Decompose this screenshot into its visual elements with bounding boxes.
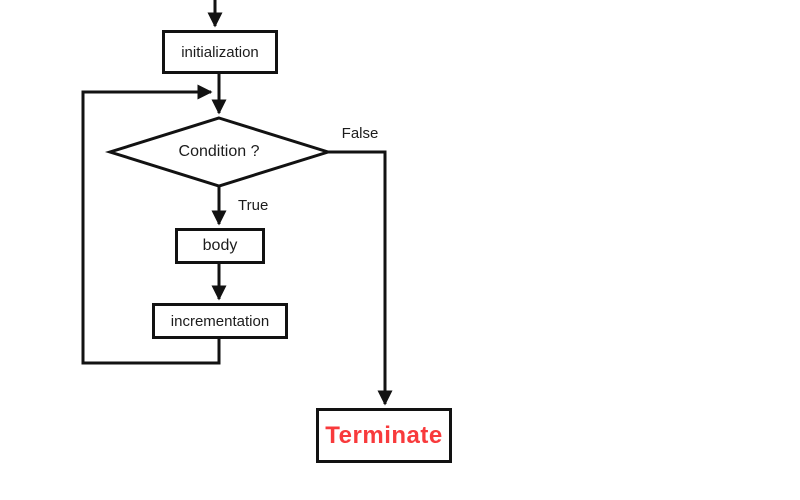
node-initialization: initialization <box>162 30 278 74</box>
condition-diamond-shape <box>104 116 334 188</box>
node-condition-label: Condition ? <box>178 143 260 160</box>
node-initialization-label: initialization <box>181 43 259 61</box>
node-body: body <box>175 228 265 264</box>
node-terminate-label: Terminate <box>325 421 443 449</box>
edge-condition-false <box>328 150 393 406</box>
node-body-label: body <box>202 237 238 254</box>
edge-loop-back <box>81 84 221 365</box>
edge-label-false: False <box>341 125 379 142</box>
edge-label-true: True <box>238 197 269 214</box>
node-incrementation: incrementation <box>152 303 288 339</box>
node-incrementation-label: incrementation <box>170 312 270 330</box>
node-terminate: Terminate <box>316 408 452 463</box>
